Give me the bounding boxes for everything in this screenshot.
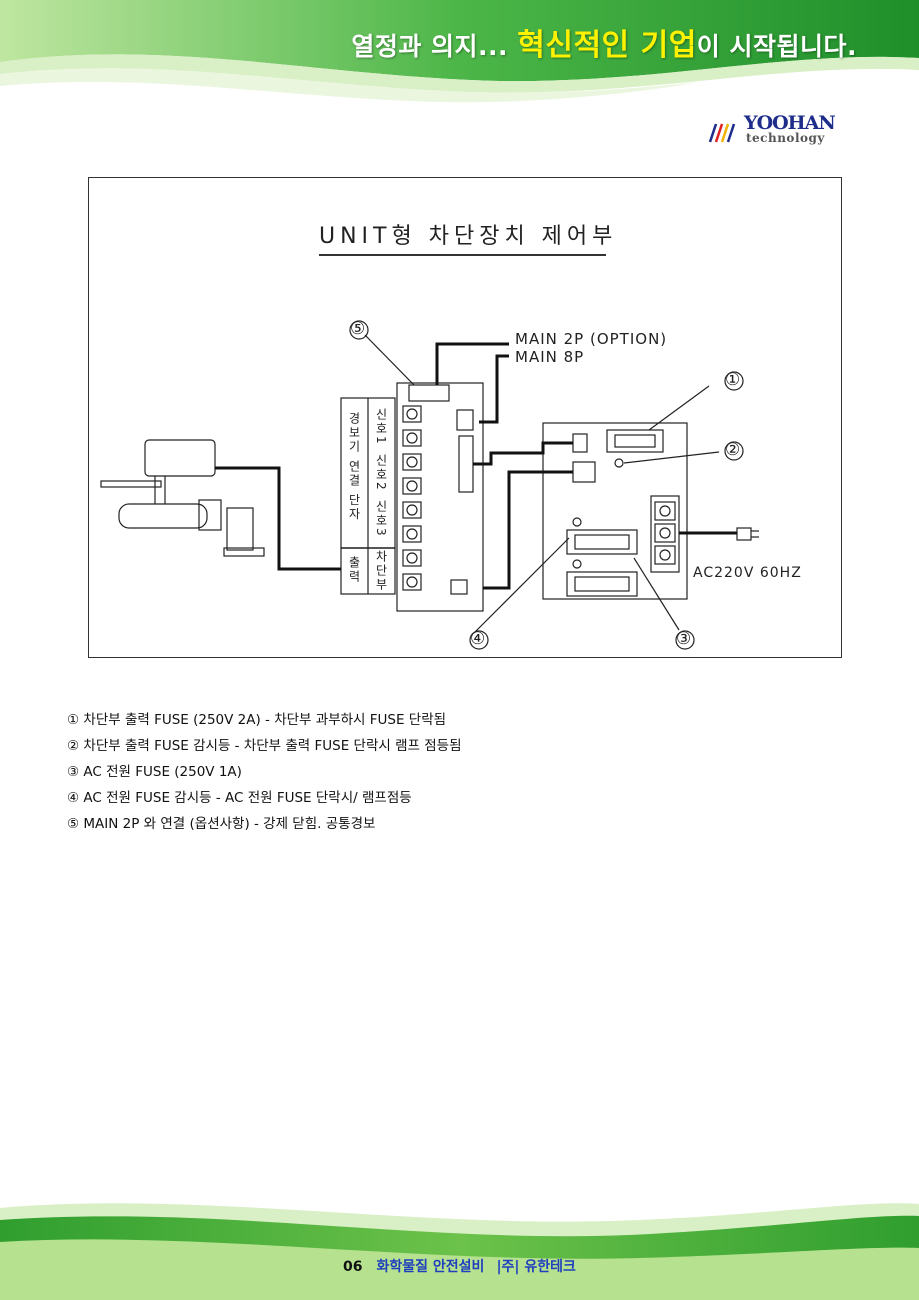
list-item: ② 차단부 출력 FUSE 감시등 - 차단부 출력 FUSE 단락시 램프 점…: [67, 738, 462, 754]
header-slogan: 열정과 의지... 혁신적인 기업이 시작됩니다.: [351, 20, 857, 64]
label-ac-power: AC220V 60HZ: [693, 565, 802, 581]
header-wave-graphic: [0, 0, 919, 103]
control-unit-diagram: UNIT형 차단장치 제어부 MAIN 2P (OPTION) MAIN 8P …: [88, 177, 842, 658]
marker-3: ③: [676, 629, 692, 649]
valve-handle: [100, 480, 162, 488]
valve-outlet: [226, 507, 254, 551]
page-header: 열정과 의지... 혁신적인 기업이 시작됩니다.: [0, 0, 919, 110]
marker-2: ②: [725, 440, 741, 460]
logo-stripes-icon: [708, 123, 736, 143]
footer-company: |주| 유한테크: [496, 1259, 576, 1275]
label-main-2p: MAIN 2P (OPTION): [515, 330, 668, 348]
slogan-suffix: 이 시작됩니다.: [696, 32, 857, 61]
page-number: 06: [343, 1259, 363, 1275]
company-logo: YOOHAN technology: [708, 112, 853, 152]
notes-list: ① 차단부 출력 FUSE (250V 2A) - 차단부 과부하시 FUSE …: [67, 707, 462, 837]
label-signal-1: 신호1: [374, 408, 388, 446]
label-signal-3: 신호3: [374, 500, 388, 538]
label-main-8p: MAIN 8P: [515, 348, 585, 366]
valve-flange: [198, 499, 222, 531]
list-item: ④ AC 전원 FUSE 감시등 - AC 전원 FUSE 단락시/ 램프점등: [67, 790, 412, 806]
diagram-title: UNIT형 차단장치 제어부: [319, 224, 618, 249]
valve-actuator: [144, 439, 216, 477]
label-shutoff-unit: 차단부: [374, 550, 388, 592]
diagram-drawing: [100, 320, 759, 650]
label-output: 출력: [347, 556, 361, 584]
label-terminal-group: 경보기 연결 단자: [347, 412, 361, 522]
footer-category: 화학물질 안전설비: [376, 1259, 485, 1275]
list-item: ③ AC 전원 FUSE (250V 1A): [67, 764, 242, 780]
page-footer: [0, 1190, 919, 1300]
valve-base: [223, 547, 265, 557]
label-signal-2: 신호2: [374, 454, 388, 492]
valve-pipe: [118, 503, 208, 529]
marker-5: ⑤: [350, 319, 366, 339]
footer-text: 06 화학물질 안전설비 |주| 유한테크: [0, 1256, 919, 1276]
list-item: ⑤ MAIN 2P 와 연결 (옵션사항) - 강제 닫힘. 공통경보: [67, 816, 376, 832]
logo-sub-text: technology: [746, 131, 825, 145]
logo-brand-text: YOOHAN: [744, 112, 836, 134]
slogan-prefix: 열정과 의지...: [351, 32, 509, 61]
marker-1: ①: [725, 370, 741, 390]
marker-4: ④: [470, 629, 486, 649]
terminal-screws: [402, 405, 422, 591]
footer-wave-graphic: [0, 1203, 919, 1300]
diagram-title-underline: [319, 254, 606, 256]
slogan-highlight: 혁신적인 기업: [517, 28, 697, 63]
list-item: ① 차단부 출력 FUSE (250V 2A) - 차단부 과부하시 FUSE …: [67, 712, 447, 728]
